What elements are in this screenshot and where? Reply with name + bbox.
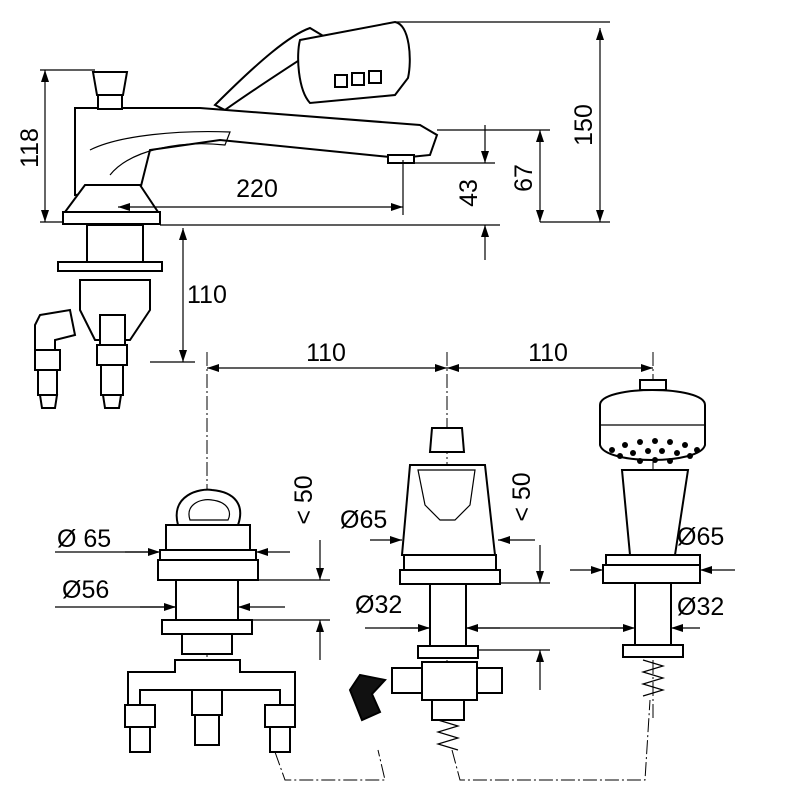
top-dimensions: 118 220 150 67 43 110	[16, 21, 610, 363]
dim-220: 220	[236, 175, 278, 203]
dim-dia-65-right: Ø65	[677, 523, 724, 551]
dim-dia-56-left: Ø56	[62, 576, 109, 604]
dim-110-left: 110	[306, 339, 346, 367]
dim-lt50-mid: < 50	[508, 472, 536, 521]
bath-filler-side-view	[34, 20, 439, 409]
dim-dia-32-right: Ø32	[677, 593, 724, 621]
dim-dia-65-left: Ø 65	[57, 525, 111, 553]
dim-118: 118	[16, 128, 44, 168]
left-mixer-unit: Ø 65 Ø56 < 50	[55, 475, 386, 781]
dim-dia-65-mid: Ø65	[340, 506, 387, 534]
dim-dia-32-mid: Ø32	[355, 591, 402, 619]
dim-150: 150	[570, 104, 598, 146]
right-handshower-unit: Ø65 Ø32	[570, 379, 735, 697]
middle-diverter-unit: Ø65 Ø32 < 50	[340, 427, 651, 781]
diverter-knob	[91, 71, 129, 96]
dim-67: 67	[510, 164, 538, 192]
dim-110-vertical: 110	[187, 281, 227, 309]
dim-lt50-left: < 50	[290, 475, 318, 524]
dim-110-right: 110	[528, 339, 568, 367]
dim-43: 43	[455, 179, 483, 207]
